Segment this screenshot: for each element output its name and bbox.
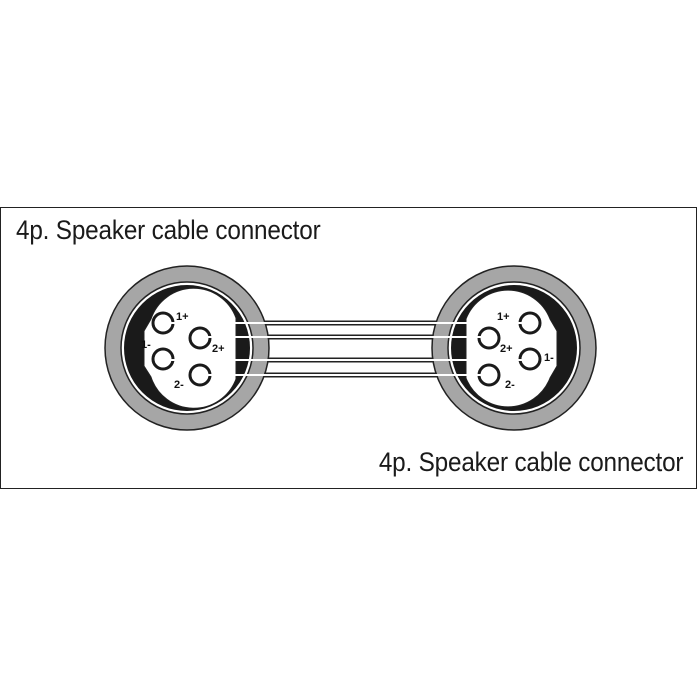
right-pin-label: 1- [544,352,554,364]
caption-top-left: 4p. Speaker cable connector [16,215,321,245]
caption-bottom-right: 4p. Speaker cable connector [378,447,684,477]
left-pin-label: 2- [174,379,184,391]
left-connector: 1+ 2+ 1- 2- [104,265,270,431]
right-pin-label: 2- [505,379,515,391]
right-pin-label: 2+ [500,343,513,355]
left-pin-label: 1+ [176,311,189,323]
cable-wire-tops [163,322,530,376]
right-connector: 1+ 2+ 1- 2- [431,265,597,431]
left-pin-label: 1- [141,339,151,351]
right-pin-label: 1+ [497,311,510,323]
left-pin-label: 2+ [212,343,225,355]
